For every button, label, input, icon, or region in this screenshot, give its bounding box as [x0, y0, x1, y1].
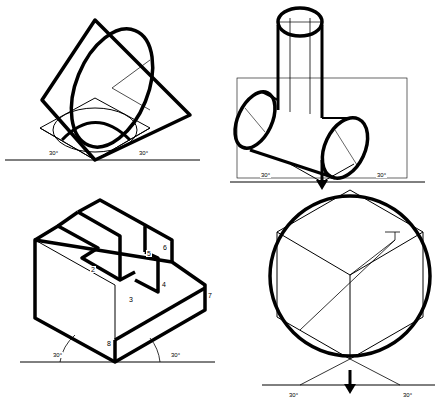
callout-number: 8	[106, 340, 112, 347]
cylinder-tee-figure	[227, 8, 425, 190]
angle-label: 30°	[288, 392, 299, 398]
callout-number: 2	[90, 266, 96, 273]
callout-number: 6	[162, 244, 168, 251]
angle-label: 30°	[376, 172, 387, 178]
tilted-plane-figure	[5, 17, 200, 160]
callout-number: 7	[207, 292, 213, 299]
angle-label: 30°	[138, 150, 149, 156]
isometric-circle-figure	[262, 190, 435, 394]
angle-label: 30°	[260, 172, 271, 178]
angle-label: 30°	[170, 352, 181, 358]
callout-number: 4	[161, 281, 167, 288]
angle-label: 30°	[48, 150, 59, 156]
angle-label: 30°	[52, 352, 63, 358]
notched-block-figure	[20, 200, 215, 362]
callout-number: 5	[146, 250, 152, 257]
callout-number: 3	[128, 296, 134, 303]
angle-label: 30°	[402, 392, 413, 398]
